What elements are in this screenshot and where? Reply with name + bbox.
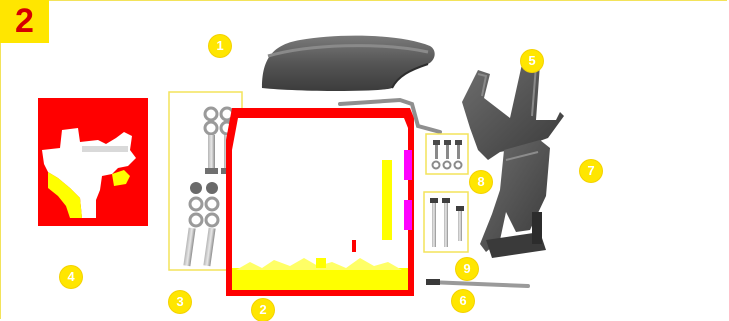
callout-4: 4 <box>60 266 82 288</box>
frame-part <box>226 108 414 296</box>
mount-arm-part <box>462 64 564 160</box>
callout-7: 7 <box>580 160 602 182</box>
callout-1: 1 <box>209 35 231 57</box>
bolt-set-small-part <box>426 134 468 174</box>
screw-set-part <box>424 192 468 252</box>
callout-2: 2 <box>252 299 274 321</box>
callout-8: 8 <box>470 171 492 193</box>
callout-3: 3 <box>169 291 191 313</box>
callout-6: 6 <box>452 290 474 312</box>
cover-part <box>262 36 435 91</box>
callout-5: 5 <box>521 50 543 72</box>
bracket-inset-part <box>38 98 148 226</box>
callout-9: 9 <box>456 258 478 280</box>
cable-part <box>426 279 528 286</box>
